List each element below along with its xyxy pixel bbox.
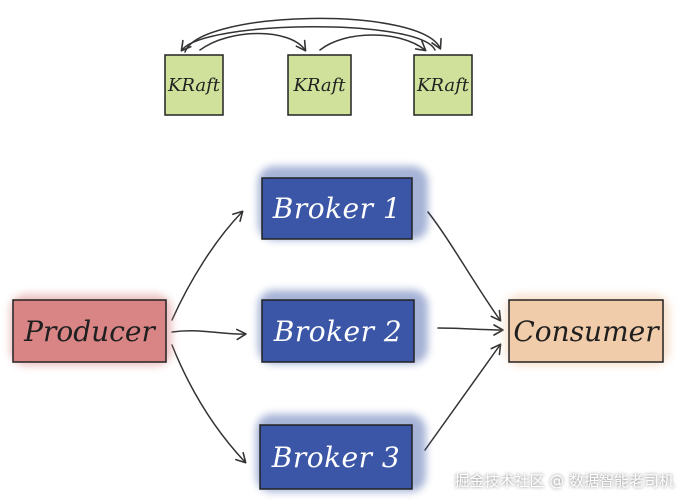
arrow-broker-1-consumer — [427, 211, 502, 322]
consumer-box — [508, 299, 664, 363]
kraft-node-2-box — [287, 54, 352, 116]
consumer — [505, 294, 670, 366]
consumer-arrows — [424, 211, 504, 451]
watermark-text: 掘金技术社区 @ 数据智能老司机 — [454, 472, 674, 490]
producer-box — [12, 299, 167, 363]
kraft-sync-arc-outer-return — [180, 26, 436, 52]
kraft-sync-arc-left — [199, 32, 307, 52]
broker-2 — [258, 290, 428, 364]
producer — [10, 294, 172, 366]
kraft-node-1-box — [164, 54, 224, 116]
arrow-producer-broker-2 — [171, 328, 247, 341]
broker-3 — [256, 414, 426, 492]
kraft-sync-arrows — [180, 17, 442, 53]
arrow-producer-broker-1 — [171, 210, 244, 321]
broker-1-box — [261, 177, 413, 240]
broker-1 — [258, 166, 428, 240]
kraft-node-3-box — [413, 54, 473, 116]
arrow-producer-broker-3 — [171, 344, 247, 464]
broker-2-box — [261, 299, 415, 363]
arrow-broker-2-consumer — [437, 324, 504, 336]
broker-3-box — [259, 424, 413, 490]
kraft-cluster — [164, 54, 473, 116]
kraft-sync-arc-right — [319, 34, 427, 52]
arrow-broker-3-consumer — [424, 343, 502, 451]
producer-arrows — [171, 210, 247, 464]
kraft-sync-arc-outer — [184, 17, 442, 53]
